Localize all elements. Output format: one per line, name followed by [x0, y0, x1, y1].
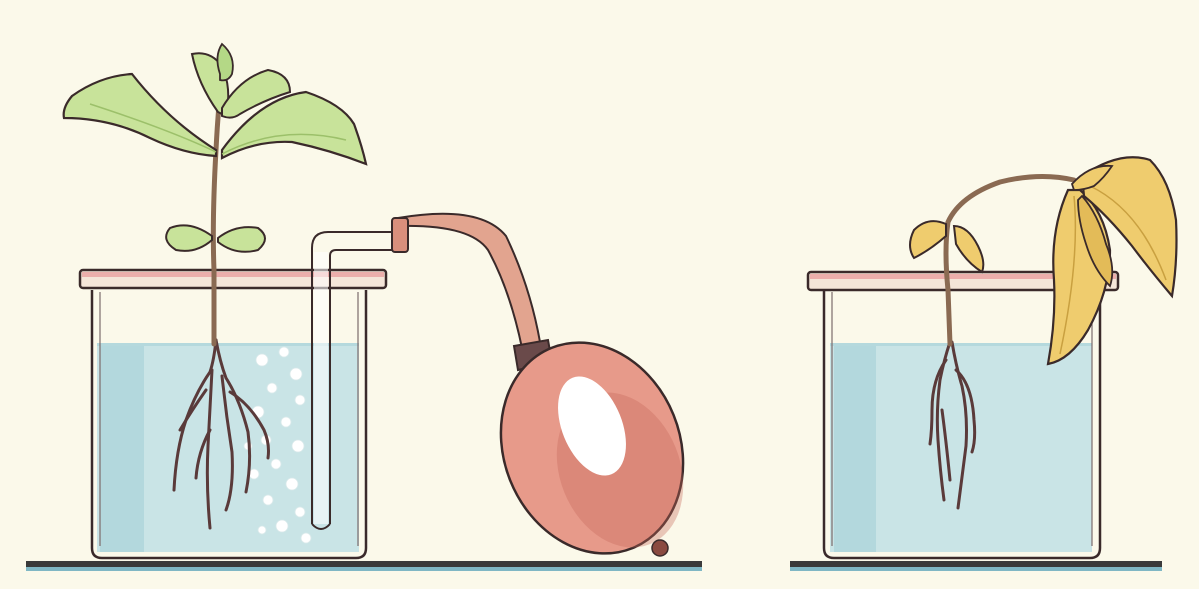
hose-connector	[391, 217, 409, 253]
shelf-left	[26, 561, 702, 571]
leaf-right	[220, 90, 368, 166]
healthy-roots	[172, 338, 270, 530]
lid-right	[806, 270, 1120, 292]
wilted-roots	[928, 340, 977, 510]
air-pump-bulb	[499, 338, 685, 557]
lid-left	[78, 268, 388, 290]
wilted-plant	[909, 156, 1178, 510]
panel-aerated	[26, 42, 702, 571]
air-tube-glass-fill	[314, 252, 328, 524]
healthy-plant	[62, 42, 368, 530]
wilted-stem	[943, 173, 1077, 347]
wilted-cotyledon-left	[909, 220, 947, 260]
wilted-cotyledon-right	[952, 224, 985, 274]
wilted-leaf-top	[1070, 164, 1114, 191]
panel-not-aerated	[790, 156, 1178, 571]
cotyledon-left	[165, 224, 213, 252]
cotyledon-right	[217, 226, 266, 253]
air-tube-glass	[311, 231, 398, 530]
wilted-leaf-middle	[1077, 194, 1114, 288]
jar-right	[822, 290, 1102, 560]
shelf-right	[790, 561, 1162, 571]
leaf-bud	[216, 42, 234, 82]
jar-left	[90, 290, 368, 560]
wilted-leaf-right	[1080, 156, 1178, 299]
leaf-top-right	[221, 68, 292, 119]
bulb-highlight	[558, 376, 626, 476]
